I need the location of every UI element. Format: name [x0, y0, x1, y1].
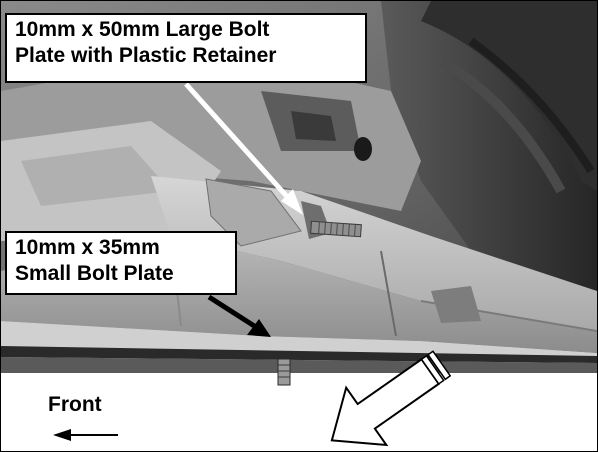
small-bolt-plate-line-2: Small Bolt Plate: [15, 262, 174, 285]
small-bolt-plate-line-1: 10mm x 35mm: [15, 236, 160, 259]
large-bolt-plate-callout: 10mm x 50mm Large Bolt Plate with Plasti…: [5, 13, 367, 83]
front-direction-label: Front: [48, 393, 102, 416]
large-bolt-plate-line-2: Plate with Plastic Retainer: [15, 44, 277, 67]
large-bolt-plate-line-1: 10mm x 50mm Large Bolt: [15, 18, 270, 41]
front-arrow-head: [53, 429, 71, 441]
small-bolt-plate-callout: 10mm x 35mm Small Bolt Plate: [5, 231, 237, 295]
